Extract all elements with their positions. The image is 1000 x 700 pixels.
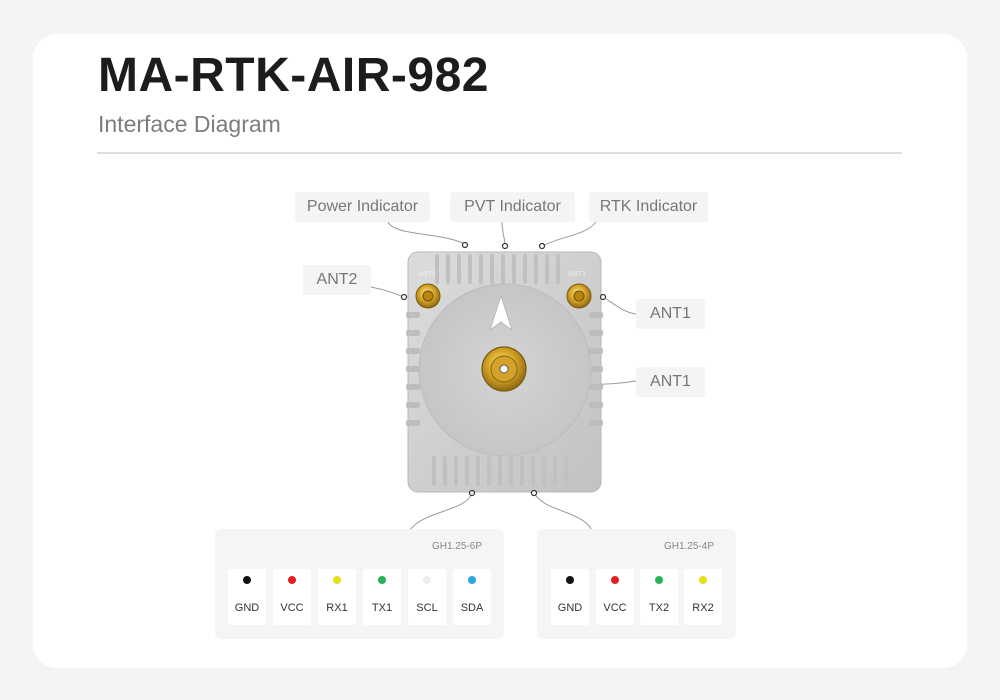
pvt-indicator-label: PVT Indicator — [450, 192, 575, 222]
pin-color-dot — [378, 576, 386, 584]
pin-color-dot — [611, 576, 619, 584]
pin-rx1: RX1 — [318, 569, 356, 625]
pin-color-dot — [288, 576, 296, 584]
engraving-ant1: ANT1 — [568, 271, 586, 278]
connector-6p-tag: GH1.25-6P — [431, 541, 482, 552]
connector-4p-tag: GH1.25-4P — [663, 541, 714, 552]
pin-color-dot — [699, 576, 707, 584]
pin-label: TX1 — [371, 602, 393, 614]
pin-vcc: VCC — [273, 569, 311, 625]
header-divider — [97, 152, 902, 154]
rtk-indicator-dot — [538, 242, 546, 250]
pin-vcc: VCC — [596, 569, 634, 625]
connector-4p-panel: GH1.25-4P GND VCC TX2 RX2 — [537, 529, 736, 639]
pin-sda: SDA — [453, 569, 491, 625]
pin-scl: SCL — [408, 569, 446, 625]
power-indicator-label: Power Indicator — [295, 192, 430, 222]
power-indicator-dot — [461, 241, 469, 249]
ant1-center-label: ANT1 — [636, 367, 705, 397]
pin-label: RX1 — [326, 602, 348, 614]
pin-color-dot — [243, 576, 251, 584]
page-subtitle: Interface Diagram — [98, 111, 281, 137]
pvt-indicator-dot — [501, 242, 509, 250]
pin-rx2: RX2 — [684, 569, 722, 625]
connector-6p-panel: GH1.25-6P GND VCC RX1 TX1 SCL SDA — [215, 529, 504, 639]
ant2-label: ANT2 — [303, 265, 371, 295]
brand-logo-icon — [489, 294, 513, 332]
pin-label: TX2 — [648, 602, 670, 614]
pin-color-dot — [655, 576, 663, 584]
pin-gnd: GND — [228, 569, 266, 625]
pin-tx2: TX2 — [640, 569, 678, 625]
pin-tx1: TX1 — [363, 569, 401, 625]
rtk-module: ANT2 ANT1 — [406, 251, 603, 493]
ant1-center-connector-icon — [481, 346, 527, 392]
pin-label: SCL — [416, 602, 438, 614]
pin-label: GND — [557, 602, 583, 614]
pin-label: RX2 — [692, 602, 714, 614]
page-title: MA-RTK-AIR-982 — [98, 49, 489, 102]
pin-color-dot — [423, 576, 431, 584]
ant2-connector-icon — [415, 283, 441, 309]
pin-label: SDA — [460, 602, 484, 614]
ant2-pointer-dot — [400, 293, 408, 301]
pin-gnd: GND — [551, 569, 589, 625]
pin-label: VCC — [280, 602, 304, 614]
port-6p-dot — [468, 489, 476, 497]
engraving-ant2: ANT2 — [418, 271, 436, 278]
ant1-side-connector-icon — [566, 283, 592, 309]
pin-color-dot — [566, 576, 574, 584]
pin-color-dot — [333, 576, 341, 584]
rtk-indicator-label: RTK Indicator — [589, 192, 708, 222]
pin-label: GND — [234, 602, 260, 614]
ant1-pointer-dot — [599, 293, 607, 301]
pin-label: VCC — [603, 602, 627, 614]
port-4p-dot — [530, 489, 538, 497]
pin-color-dot — [468, 576, 476, 584]
ant1-side-label: ANT1 — [636, 299, 705, 329]
